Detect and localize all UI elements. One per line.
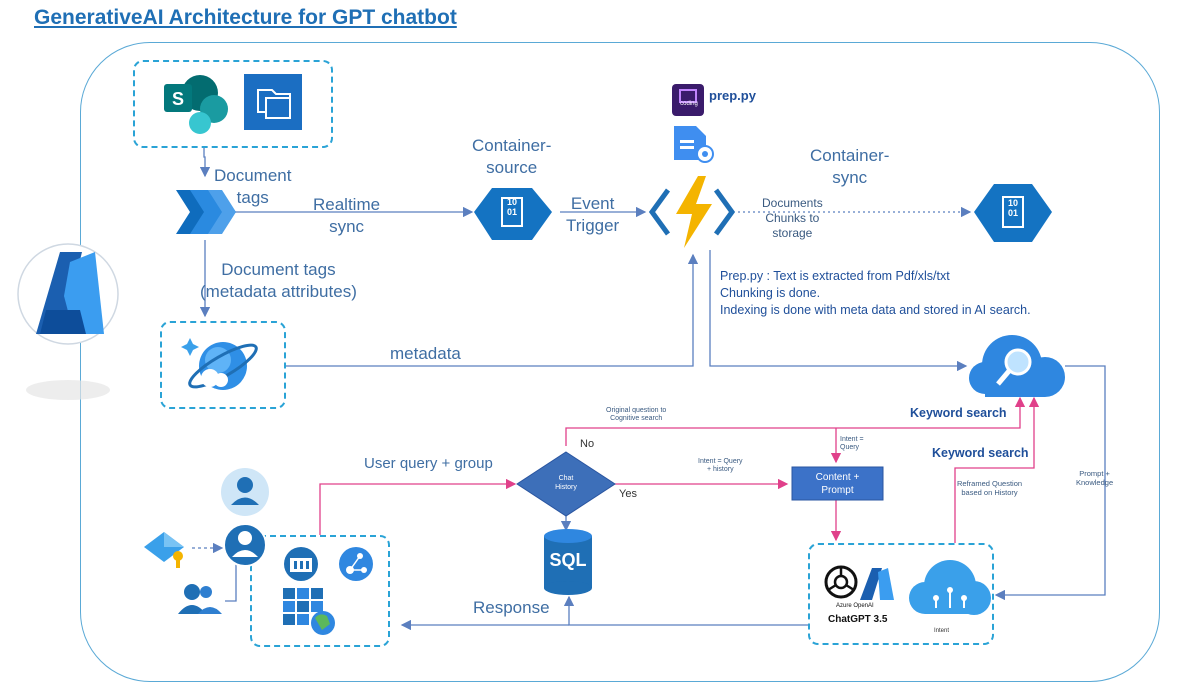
keyword-search-label-1: Keyword search (910, 406, 1007, 420)
power-automate-icon (176, 190, 236, 234)
container-source-bits: 10 01 (506, 197, 517, 218)
chat-history-label: Chat History (555, 475, 577, 492)
app-service-icon (284, 547, 318, 581)
azure-logo-icon (17, 243, 119, 400)
intent-label: Intent (934, 628, 950, 634)
azure-function-icon (648, 176, 736, 248)
sql-label: SQL (549, 550, 587, 570)
form-document-icon (674, 126, 714, 163)
document-tags-label: Document tags (214, 166, 292, 208)
cosmos-group (160, 321, 286, 409)
cognitive-search-icon (969, 335, 1065, 397)
document-tags-metadata-label: Document tags (metadata attributes) (200, 260, 357, 302)
content-prompt-box (791, 466, 884, 501)
content-prompt-label: Content + Prompt (815, 472, 860, 496)
azure-a-small-icon (860, 568, 894, 600)
source-apps-group (133, 60, 333, 148)
sharepoint-icon: S (164, 75, 228, 134)
user-icon-middle (223, 523, 267, 567)
chat-history-diamond (516, 451, 616, 517)
realtime-sync-label: Realtime sync (313, 195, 381, 237)
svg-text:S: S (172, 89, 184, 109)
prep-note-2: Chunking is done. (720, 285, 821, 300)
prompt-knowledge-label: Prompt + Knowledge (1076, 469, 1114, 487)
coding-badge-text: coding (680, 101, 698, 107)
metadata-label: metadata (390, 344, 461, 363)
user-query-label: User query + group (364, 455, 493, 472)
reframed-question-label: Reframed Question based on History (957, 479, 1023, 497)
response-label: Response (473, 598, 550, 617)
keyword-search-label-2: Keyword search (932, 446, 1029, 460)
network-icon (339, 547, 373, 581)
file-copy-icon (244, 74, 302, 130)
container-source-label: Container- source (472, 136, 552, 178)
chatgpt-label: ChatGPT 3.5 (828, 614, 888, 625)
prep-py-label: prep.py (709, 88, 756, 103)
intent-query-label: Intent = Query (840, 436, 864, 452)
app-grid-icon (283, 588, 323, 625)
intent-query-history-label: Intent = Query + history (698, 458, 743, 474)
web-services-group (250, 535, 390, 647)
azure-openai-label: Azure OpenAI (836, 603, 874, 609)
container-sync-icon (974, 184, 1052, 242)
architecture-frame (80, 42, 1160, 682)
no-label: No (580, 438, 595, 450)
yes-label: Yes (619, 488, 637, 500)
sql-database-icon (544, 529, 592, 595)
entra-id-icon (144, 532, 184, 568)
coding-badge-icon (672, 84, 704, 116)
cosmos-db-icon (181, 338, 258, 390)
container-sync-bits: 10 01 (1007, 198, 1018, 219)
user-group-icon (178, 584, 222, 614)
openai-group (808, 543, 994, 645)
prep-note-3: Indexing is done with meta data and stor… (720, 302, 1031, 317)
documents-chunks-label: Documents Chunks to storage (762, 196, 823, 240)
prep-note-1: Prep.py : Text is extracted from Pdf/xls… (720, 269, 950, 283)
page-title: GenerativeAI Architecture for GPT chatbo… (34, 6, 457, 29)
event-trigger-label: Event Trigger (566, 194, 620, 236)
original-question-label: Original question to Cognitive search (606, 407, 667, 423)
user-icon-top (221, 468, 269, 516)
openai-logo-icon (824, 565, 858, 599)
intent-cloud-icon (909, 560, 991, 615)
prep-notes: Prep.py : Text is extracted from Pdf/xls… (720, 268, 1031, 319)
container-sync-label: Container- sync (810, 146, 890, 188)
container-source-icon (474, 188, 552, 240)
globe-icon (311, 611, 335, 635)
